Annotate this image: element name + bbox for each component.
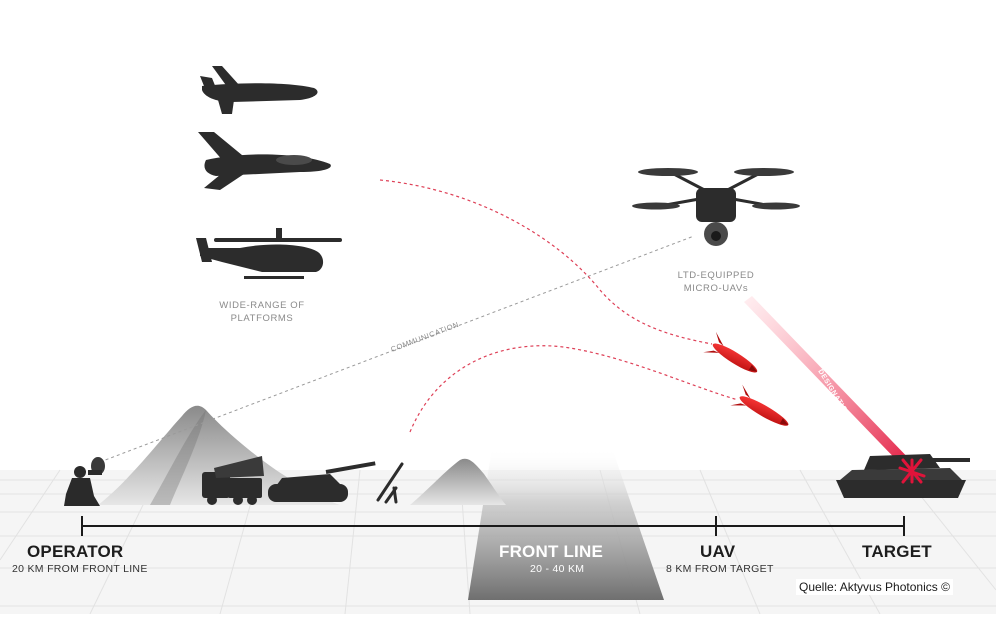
platforms-caption-line1: WIDE-RANGE OF: [219, 300, 305, 311]
mountains: [98, 405, 506, 505]
operator-title: OPERATOR: [27, 542, 124, 561]
front-line-subtitle: 20 - 40 KM: [530, 563, 585, 575]
trajectory-lower: [409, 345, 739, 433]
platforms-caption: WIDE-RANGE OF PLATFORMS: [212, 299, 312, 325]
trajectory-upper: [379, 179, 713, 345]
operator-subtitle: 20 KM FROM FRONT LINE: [12, 563, 148, 575]
timeline: [81, 516, 905, 536]
uav-caption: LTD-EQUIPPED MICRO-UAVs: [664, 269, 768, 295]
micro-uav-icon: [632, 168, 800, 246]
missile-lower: [730, 384, 789, 426]
operator-soldier-icon: [64, 457, 105, 506]
front-line-title: FRONT LINE: [499, 542, 603, 561]
target-title: TARGET: [862, 542, 932, 561]
communication-line: [99, 235, 695, 463]
uav-subtitle: 8 KM FROM TARGET: [666, 563, 774, 575]
mortar-icon: [376, 462, 404, 504]
designation-label: DESIGNATION: [816, 368, 851, 418]
tank-icon: [836, 454, 970, 498]
front-line-band: [468, 448, 664, 600]
howitzer-icon: [268, 461, 376, 502]
fighter-jet-icon: [198, 132, 331, 190]
truck-icon: [202, 456, 264, 505]
uav-caption-line1: LTD-EQUIPPED: [677, 270, 755, 281]
target-impact-icon: [898, 458, 926, 484]
uav-title: UAV: [700, 542, 736, 561]
source-credit: Quelle: Aktyvus Photonics ©: [796, 579, 953, 595]
uav-caption-line2: MICRO-UAVs: [683, 283, 749, 294]
missile-upper: [703, 331, 758, 373]
platforms-caption-line2: PLATFORMS: [230, 313, 294, 324]
designation-beam: [744, 296, 916, 472]
communication-label: COMMUNICATION: [390, 320, 461, 354]
jet-uav-icon: [200, 66, 318, 114]
helicopter-icon: [196, 228, 342, 279]
